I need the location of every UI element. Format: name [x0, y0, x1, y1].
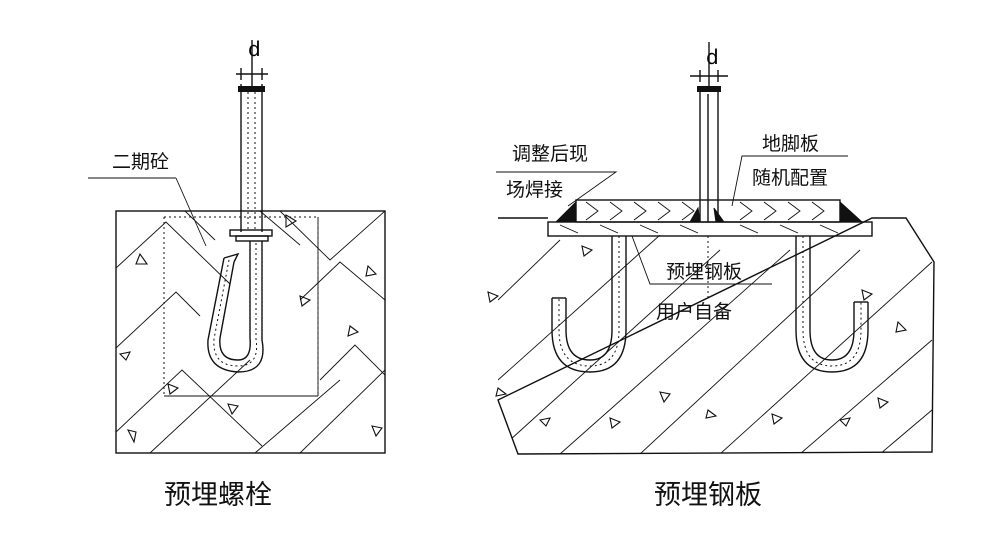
right-concrete-block	[497, 217, 935, 455]
base-plate-hatch	[559, 201, 839, 234]
embedded-plate-label-line1: 预埋钢板	[666, 261, 742, 283]
weld-right	[839, 200, 864, 223]
baseplate-label-line1: 地脚板	[762, 133, 819, 155]
right-caption: 预埋钢板	[654, 480, 762, 511]
anchor-bolt	[207, 84, 273, 373]
secondary-concrete-label: 二期砼	[112, 151, 169, 173]
left-dimension-label: d	[248, 37, 261, 61]
column-post	[697, 86, 721, 300]
left-caption: 预埋螺栓	[164, 480, 272, 511]
right-aggregate-marks	[487, 245, 908, 429]
left-concrete-hatch	[116, 211, 385, 453]
weld-label-line2: 场焊接	[506, 179, 563, 201]
right-u-anchor	[795, 236, 869, 373]
secondary-pour-pocket	[163, 217, 319, 397]
weld-leader	[496, 171, 618, 207]
weld-left	[554, 200, 577, 223]
baseplate-leader	[731, 155, 848, 207]
embedded-plate-leader	[631, 235, 772, 285]
embedded-steel-plate	[547, 221, 873, 237]
left-figure: d	[88, 37, 386, 511]
baseplate-label-line2: 随机配置	[752, 167, 828, 189]
left-u-anchor	[551, 236, 627, 373]
left-concrete-block	[115, 210, 386, 454]
right-dimension-label: d	[706, 45, 719, 69]
right-figure: d	[487, 42, 935, 511]
embedded-plate-label-line2: 用户自备	[656, 301, 732, 323]
left-aggregate-marks	[118, 214, 383, 444]
weld-label-line1: 调整后现	[512, 143, 588, 165]
